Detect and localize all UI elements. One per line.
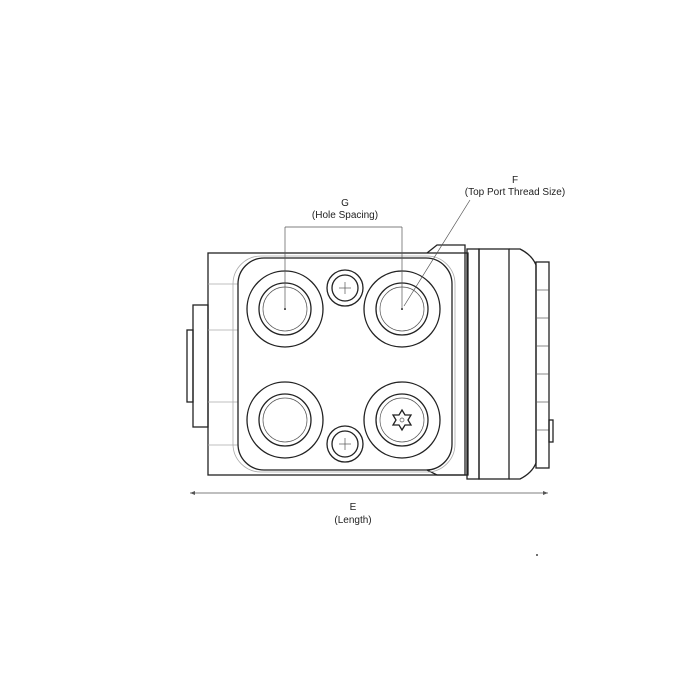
dimension-e-description: (Length) [334,515,371,526]
torx-plug-icon [391,408,413,432]
dimension-e-letter: E [350,502,357,513]
port-bottom-left [246,381,324,459]
port-bottom-right-plug [363,381,441,459]
dimension-f-leader [403,199,471,307]
input-shaft-stub [186,304,209,428]
port-face-plate [237,257,453,471]
mounting-bolt-top [326,269,364,307]
dimension-g [284,226,403,309]
dimension-f-description: (Top Port Thread Size) [465,187,565,198]
valve-body [207,244,469,476]
dimension-f-letter: F [512,175,518,186]
mounting-bolt-bottom [326,425,364,463]
dimension-g-description: (Hole Spacing) [312,210,378,221]
gerotor-section [466,248,554,480]
dimension-e [190,491,548,495]
dimension-g-letter: G [341,198,349,209]
